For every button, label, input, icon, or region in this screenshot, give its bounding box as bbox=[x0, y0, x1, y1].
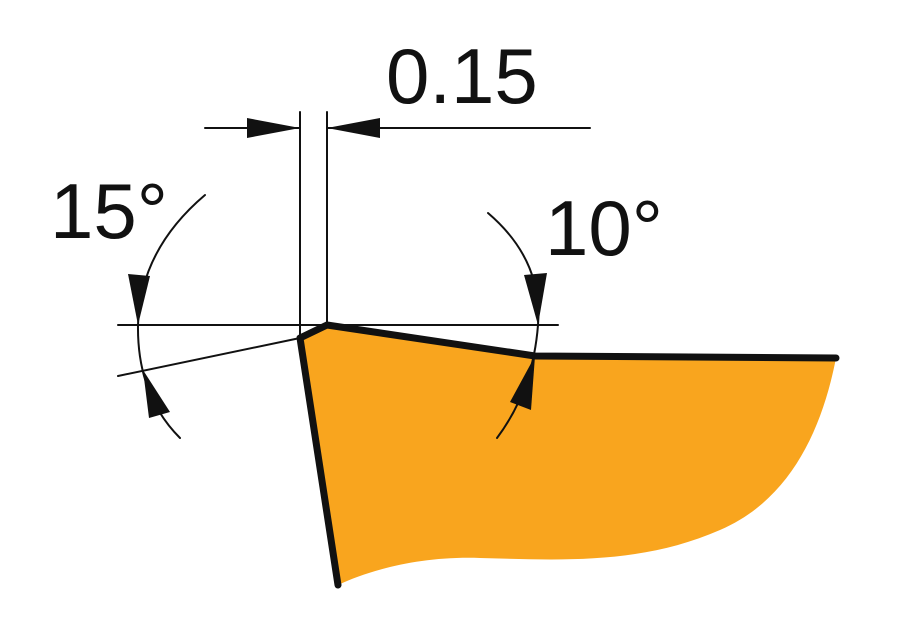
width-dimension-label: 0.15 bbox=[386, 32, 538, 120]
right-angle-arrow-bottom bbox=[510, 356, 535, 410]
tool-body bbox=[300, 325, 836, 585]
dimension-arrow-right bbox=[327, 118, 380, 138]
chamfer-extension-line bbox=[117, 337, 301, 377]
right-angle-arrow-top bbox=[524, 273, 547, 325]
left-angle-arrow-top bbox=[128, 274, 150, 325]
left-angle-arrow-bottom bbox=[143, 370, 170, 418]
right-angle-label: 10° bbox=[545, 184, 663, 272]
dimension-arrow-left bbox=[247, 118, 300, 138]
left-angle-label: 15° bbox=[50, 167, 168, 255]
